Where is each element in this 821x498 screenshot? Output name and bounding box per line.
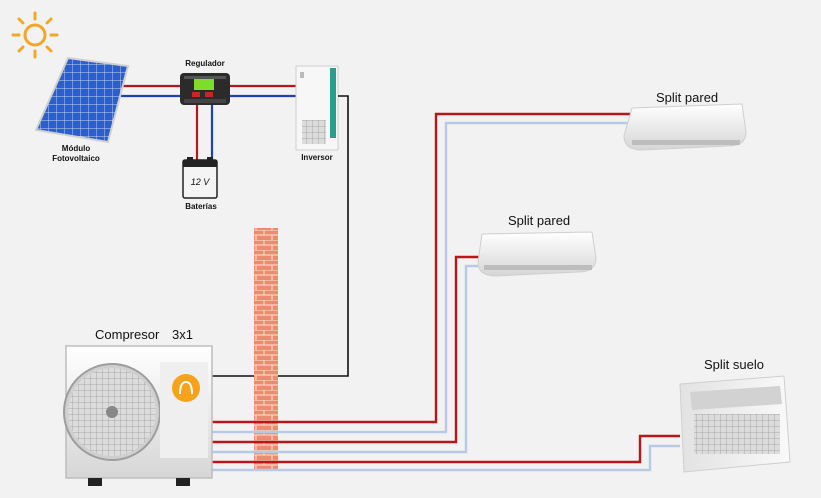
split-floor-unit — [679, 375, 791, 473]
split-wall-unit-top — [623, 103, 747, 151]
refrigerant-lines — [212, 112, 680, 472]
sun-icon — [11, 11, 59, 59]
compressor-unit — [63, 345, 213, 486]
compressor-label: Compresor — [95, 327, 160, 342]
ac-cable — [212, 95, 349, 377]
charge-regulator — [180, 73, 230, 105]
pv-module-label-line2: Fotovoltaico — [52, 154, 100, 163]
battery-voltage-label: 12 V — [190, 177, 210, 187]
compressor-model-label: 3x1 — [172, 327, 193, 342]
split-floor-label: Split suelo — [704, 357, 764, 372]
batteries-label: Baterías — [185, 202, 217, 211]
pv-module-label: Módulo Fotovoltaico — [46, 144, 106, 164]
compressor-badge-icon — [172, 374, 200, 402]
split-wall-middle-label: Split pared — [508, 213, 571, 228]
inverter-unit — [295, 65, 339, 151]
inverter-label: Inversor — [301, 153, 333, 162]
battery — [182, 157, 218, 199]
split-wall-unit-middle — [477, 231, 597, 277]
brick-wall — [254, 228, 278, 470]
pv-module-label-line1: Módulo — [61, 144, 91, 153]
split-wall-top-label: Split pared — [656, 90, 719, 105]
regulator-label: Regulador — [185, 59, 225, 68]
solar-panel — [34, 56, 130, 144]
